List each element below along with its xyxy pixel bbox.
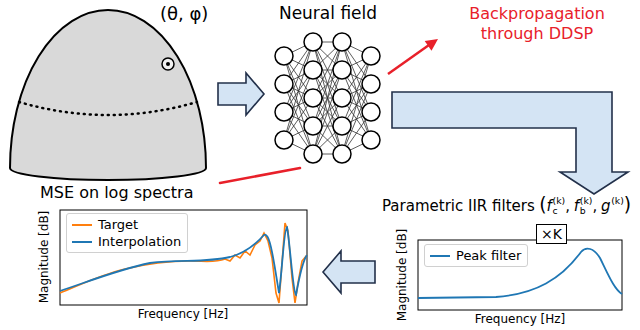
legend-swatch-line <box>72 224 92 226</box>
math-symbol: f <box>574 197 579 215</box>
neural-network <box>275 33 380 163</box>
math-symbol: f <box>547 197 552 215</box>
parenthesis: ) <box>624 196 631 215</box>
neuron <box>275 103 293 121</box>
legend-row: Interpolation <box>71 233 181 250</box>
angle-label: (θ, φ) <box>160 3 208 25</box>
block-arrow <box>218 73 264 115</box>
neuron <box>333 117 351 135</box>
neuron <box>333 89 351 107</box>
neuron <box>275 47 293 65</box>
superscript: (k) <box>580 196 593 206</box>
peak-filter-plot <box>418 240 622 310</box>
neuron <box>362 103 380 121</box>
network-links <box>284 42 371 154</box>
index-stack: (k)b <box>580 196 593 216</box>
neuron <box>362 47 380 65</box>
legend-box: Peak filter <box>424 244 528 267</box>
neuron <box>362 75 380 93</box>
legend-swatch <box>71 237 93 247</box>
comma: , <box>592 197 597 215</box>
backprop-arrow-line <box>388 45 429 74</box>
math-term: f(k)b <box>574 196 593 216</box>
repeat-label: ×K <box>541 226 562 242</box>
legend-row: Target <box>71 216 181 233</box>
hemisphere-shape <box>10 10 206 180</box>
annotation: Backpropagation through DDSP <box>437 4 637 44</box>
axis-label: Magnitude [dB] <box>395 229 409 322</box>
superscript: (k) <box>611 196 624 206</box>
spacer <box>611 206 624 216</box>
backprop-arrow-head <box>425 39 438 51</box>
neuron <box>304 61 322 79</box>
neuron <box>333 145 351 163</box>
position-marker <box>162 58 174 70</box>
peak-filter-curve <box>418 249 622 298</box>
position-dot <box>166 62 170 66</box>
neuron <box>275 75 293 93</box>
neuron <box>275 131 293 149</box>
axis-label: Frequency [Hz] <box>475 312 566 326</box>
legend-swatch <box>71 220 93 230</box>
plot-title: MSE on log spectra <box>40 183 193 202</box>
network-neurons <box>275 33 380 163</box>
parenthesis: ( <box>539 196 546 215</box>
neuron <box>333 33 351 51</box>
legend-swatch <box>429 251 451 261</box>
legend-row: Peak filter <box>429 247 521 264</box>
legend-text: Interpolation <box>98 234 181 250</box>
legend-text: Peak filter <box>456 248 521 264</box>
math-term: f(k)c <box>547 196 566 216</box>
legend-text: Target <box>98 217 138 233</box>
subscript: c <box>553 206 566 216</box>
plot-panel: Parametric IIR filters(f(k)c,f(k)b,g(k))… <box>378 196 640 330</box>
backprop-arrow <box>388 39 438 74</box>
legend-box: TargetInterpolation <box>66 213 188 253</box>
neuron <box>333 61 351 79</box>
math-symbol: g <box>601 197 611 215</box>
equator-dotted <box>19 102 197 115</box>
neuron <box>304 145 322 163</box>
axis-label: Magnitude [dB] <box>37 211 51 304</box>
neuron <box>304 33 322 51</box>
neuron <box>362 131 380 149</box>
axis-label: Frequency [Hz] <box>138 307 229 321</box>
plot-title: Parametric IIR filters <box>382 197 535 215</box>
comma: , <box>565 197 570 215</box>
plot-frame <box>60 210 307 305</box>
repeat-box: ×K <box>536 224 567 244</box>
math-term: g(k) <box>601 196 624 216</box>
neuron <box>304 117 322 135</box>
hemisphere <box>10 10 206 180</box>
neuron <box>304 89 322 107</box>
index-stack: (k) <box>611 196 624 216</box>
node-heading: Neural field <box>279 3 377 23</box>
plot-panel: MSE on log spectraMagnitude [dB] Frequenc… <box>30 183 320 330</box>
legend-swatch-line <box>72 241 92 243</box>
subscript: b <box>580 206 593 216</box>
block-arrow <box>392 92 628 194</box>
block-arrow <box>323 251 375 293</box>
superscript: (k) <box>553 196 566 206</box>
index-stack: (k)c <box>553 196 566 216</box>
legend-swatch-line <box>430 255 450 257</box>
sphere-node: (θ, φ) <box>4 2 216 184</box>
plot-frame <box>418 240 622 310</box>
mse-plot <box>60 210 307 305</box>
title-row: Parametric IIR filters(f(k)c,f(k)b,g(k)) <box>382 196 631 216</box>
network-node: Neural field <box>268 3 388 168</box>
feedback-line <box>220 168 300 183</box>
